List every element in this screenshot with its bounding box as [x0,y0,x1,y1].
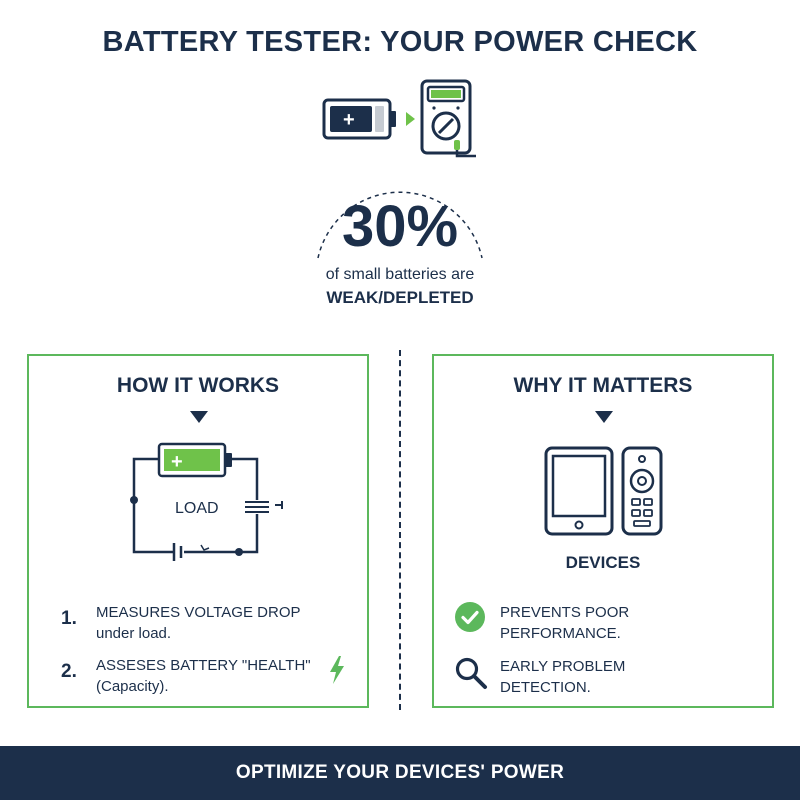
magnifier-icon [455,657,487,689]
capacitor-symbol [241,500,283,514]
load-label: LOAD [175,500,219,517]
battery-tester-illustration: + [322,79,476,158]
step-line: under load. [96,625,172,642]
page-title: BATTERY TESTER: YOUR POWER CHECK [102,26,698,58]
down-arrow-icon [595,411,613,423]
step-text: MEASURES VOLTAGE DROP under load. [96,602,301,644]
why-it-matters-title: WHY IT MATTERS [513,374,693,397]
how-it-works-panel: HOW IT WORKS + LOAD 1. MEASURES VOLTAGE … [27,354,369,708]
stat-caption: of small batteries are [325,266,475,283]
benefit-line: PREVENTS POOR [500,604,630,621]
stat-emphasis: WEAK/DEPLETED [326,288,474,307]
battery-plus-sign: + [343,109,355,131]
footer-text: OPTIMIZE YOUR DEVICES' POWER [235,762,565,783]
devices-label: DEVICES [565,553,641,572]
down-arrow-icon [190,411,208,423]
panel-divider [399,350,401,710]
stat-dashed-arc [317,191,483,259]
benefit-text: EARLY PROBLEM DETECTION. [500,656,625,698]
check-circle-icon [455,602,485,632]
how-it-works-title: HOW IT WORKS [116,374,280,397]
circuit-diagram: + [130,442,283,561]
step-line: (Capacity). [96,678,169,695]
why-it-matters-panel: WHY IT MATTERS DEVICES PREVENTS POOR PER… [432,354,774,708]
benefit-line: PERFORMANCE. [500,625,621,642]
step-text: ASSESES BATTERY "HEALTH" (Capacity). [96,655,311,697]
battery-plus-sign: + [171,451,183,473]
benefit-line: EARLY PROBLEM [500,658,626,675]
step-number: 2. [61,661,77,682]
multimeter-icon [420,79,476,158]
arrow-right-icon [406,112,415,126]
remote-control-icon [621,446,663,536]
footer-banner: OPTIMIZE YOUR DEVICES' POWER [0,746,800,800]
battery-icon: + [157,442,232,478]
battery-icon: + [322,98,396,140]
tablet-icon [544,446,614,536]
benefit-text: PREVENTS POOR PERFORMANCE. [500,602,629,644]
benefit-line: DETECTION. [500,679,591,696]
step-line: ASSESES BATTERY "HEALTH" [96,657,311,674]
step-number: 1. [61,608,77,629]
lightning-bolt-icon [330,656,344,684]
devices-illustration [544,446,663,536]
step-line: MEASURES VOLTAGE DROP [96,604,301,621]
stat-value: 30% [341,194,459,259]
